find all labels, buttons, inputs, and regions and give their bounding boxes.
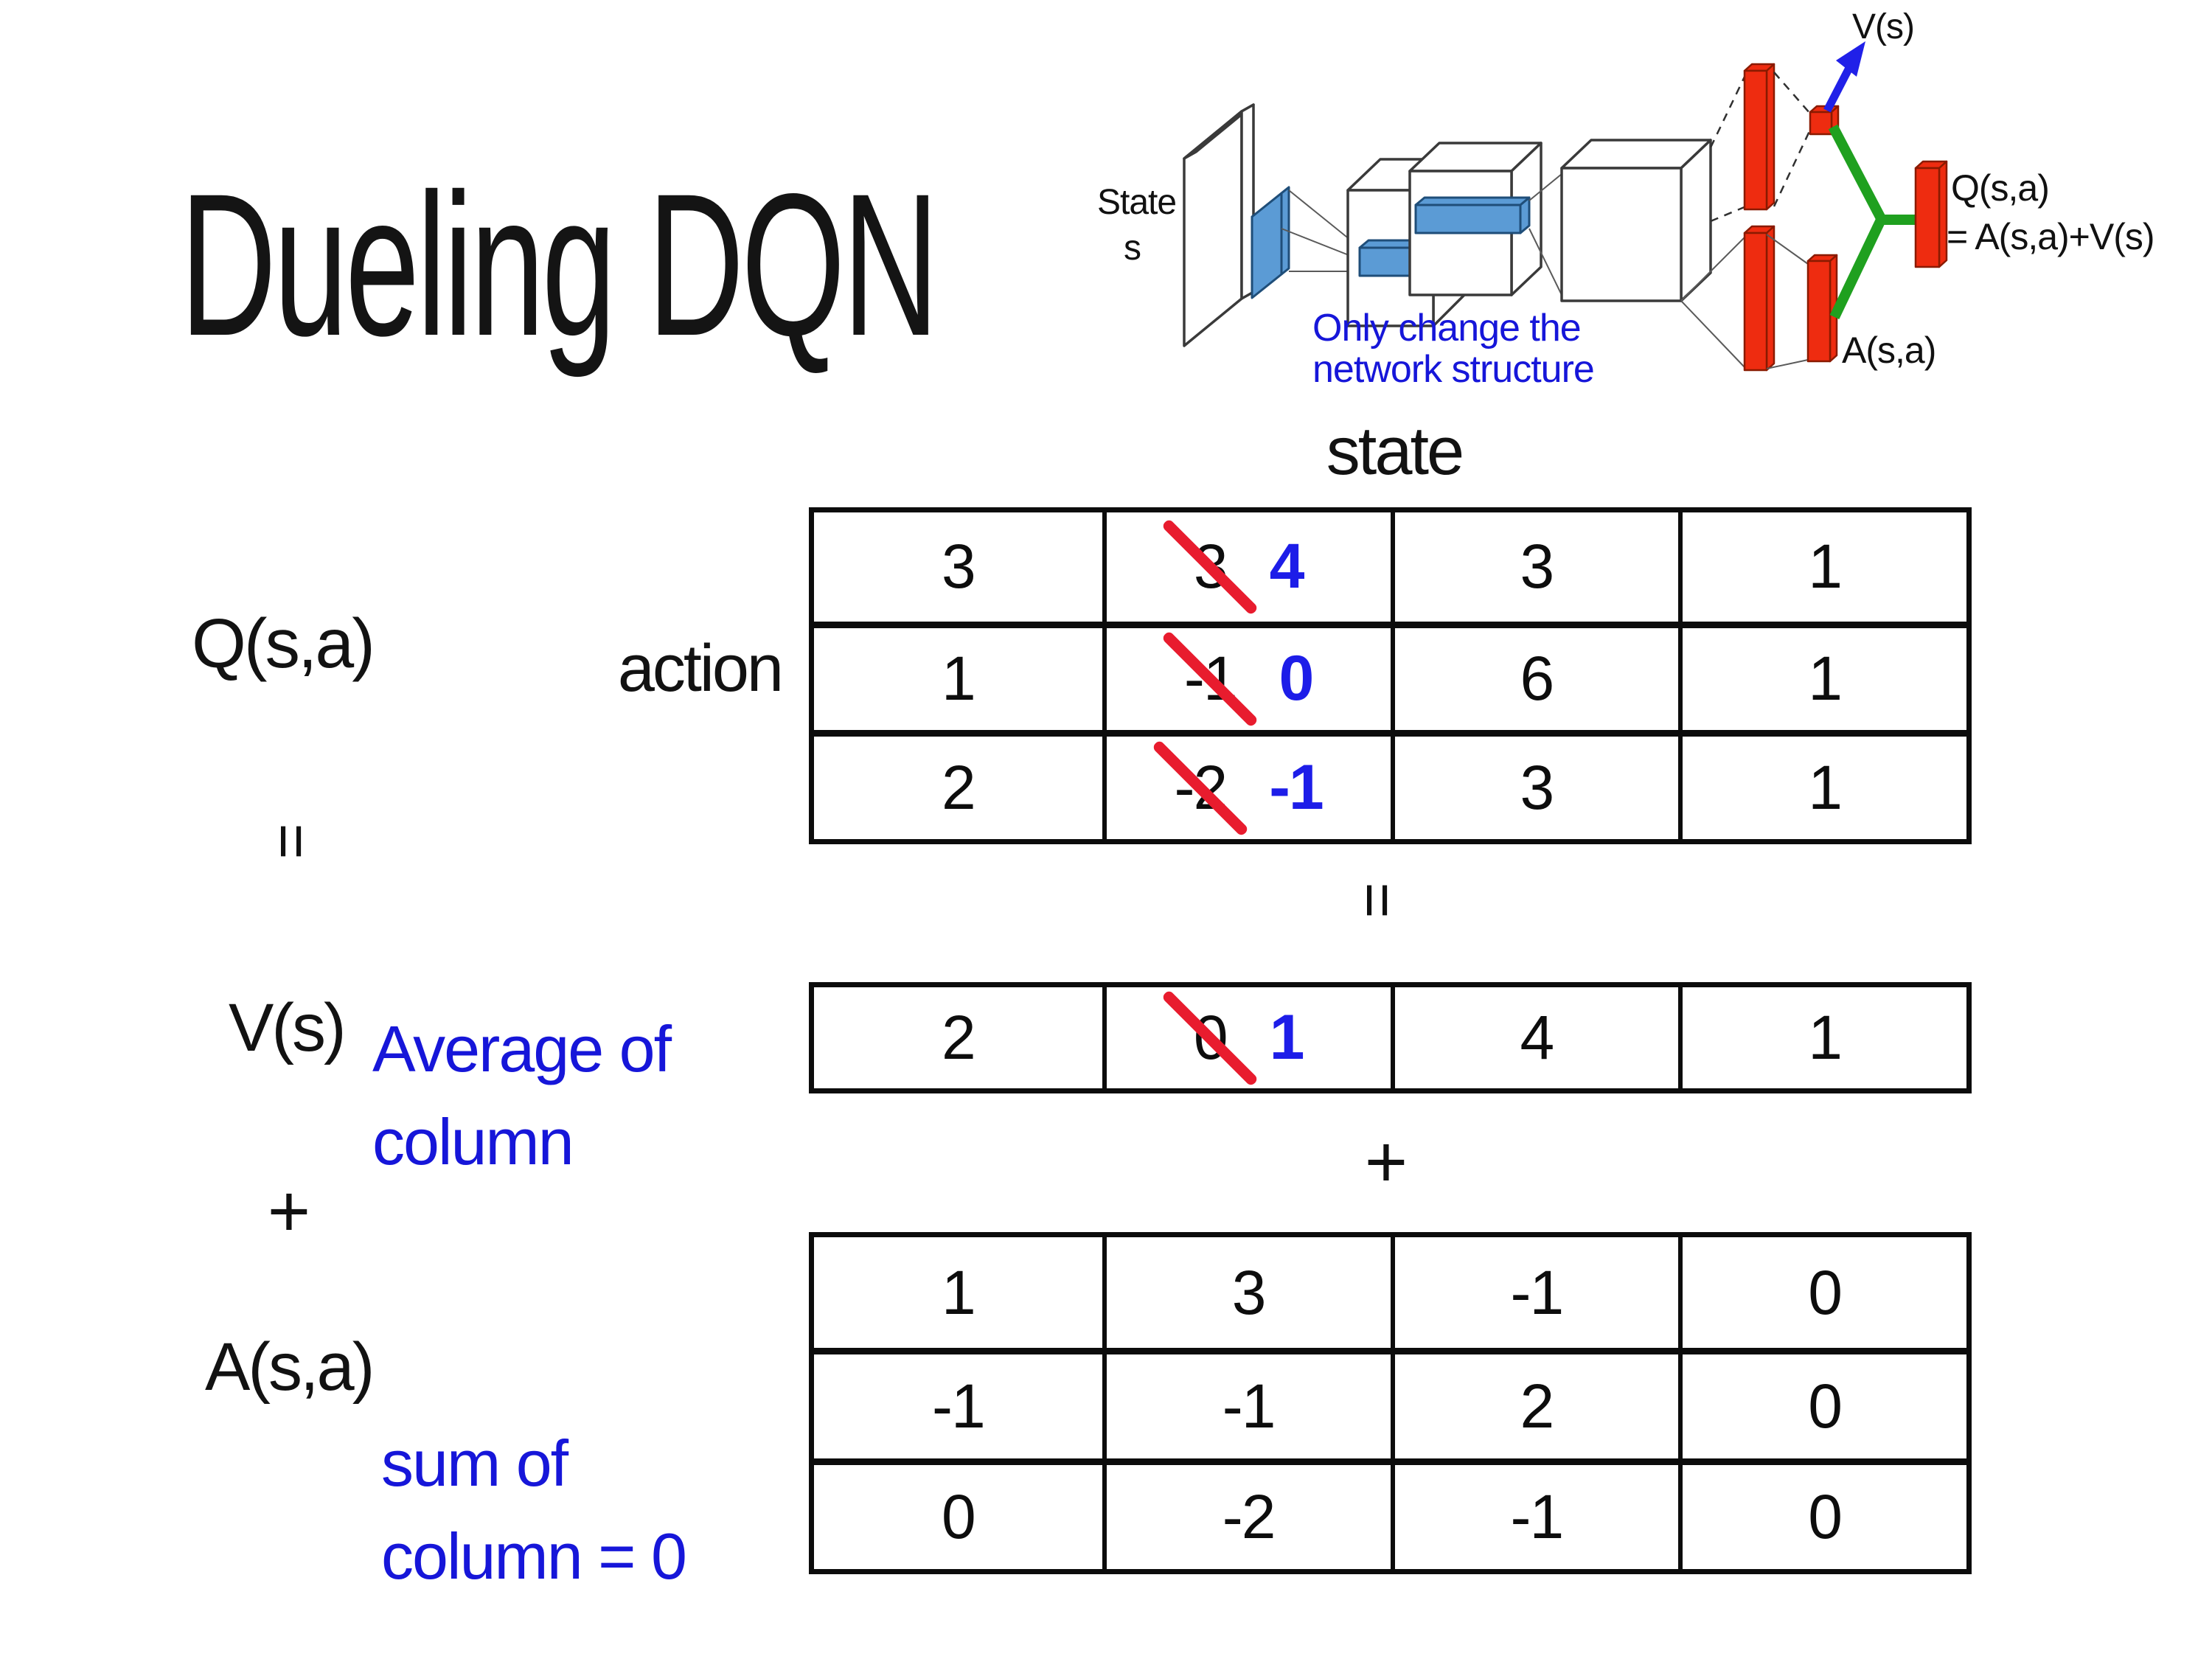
diagram-vs-label: V(s) bbox=[1852, 7, 1914, 46]
value-stream-fan bbox=[1709, 73, 1747, 223]
merge-connector bbox=[1828, 124, 1917, 320]
q-cell-struck: -2 -1 bbox=[1102, 730, 1391, 839]
v-cell-struck: 0 1 bbox=[1102, 987, 1391, 1088]
q-cell-struck: -1 0 bbox=[1102, 621, 1391, 731]
q-cell: 3 bbox=[942, 532, 976, 602]
q-cell: 1 bbox=[814, 621, 1102, 731]
q-sa-label: Q(s,a) bbox=[192, 605, 375, 683]
input-feature-slab bbox=[1251, 186, 1290, 299]
q-cell: 3 bbox=[1390, 730, 1679, 839]
state-header-label: state bbox=[1326, 414, 1464, 489]
advantage-node-fan bbox=[1766, 234, 1809, 369]
new-value: -1 bbox=[1269, 752, 1324, 824]
value-node-fan bbox=[1773, 72, 1812, 207]
a-cell: 0 bbox=[814, 1458, 1102, 1569]
a-cell: -1 bbox=[1390, 1458, 1679, 1569]
fc-box bbox=[1560, 139, 1712, 302]
advantage-hidden-bar bbox=[1743, 225, 1775, 372]
diagram-q-formula: = A(s,a)+V(s) bbox=[1947, 216, 2154, 257]
a-table: 1 3 -1 0 -1 -1 2 0 0 -2 -1 0 bbox=[809, 1232, 1972, 1574]
new-value: 1 bbox=[1269, 1002, 1305, 1073]
diagram-state-label: State bbox=[1097, 183, 1176, 222]
v-table: 2 0 1 4 1 bbox=[809, 982, 1972, 1093]
a-cell: -1 bbox=[1102, 1348, 1391, 1458]
a-cell: 0 bbox=[1678, 1237, 1966, 1348]
a-cell: -1 bbox=[1390, 1237, 1679, 1348]
a-cell: -2 bbox=[1102, 1458, 1391, 1569]
q-output-bar bbox=[1914, 160, 1948, 268]
advantage-stream-fan bbox=[1680, 235, 1747, 368]
sum-note-line2: column = 0 bbox=[381, 1520, 687, 1593]
diagram-note-line1: Only change the bbox=[1312, 307, 1581, 349]
q-cell: 6 bbox=[1390, 621, 1679, 731]
plus-sign-left: + bbox=[267, 1169, 311, 1253]
new-value: 4 bbox=[1269, 531, 1305, 602]
q-cell-struck: 3 4 bbox=[1102, 512, 1391, 622]
conv2-feature-slab bbox=[1414, 196, 1531, 234]
diagram-a-label: A(s,a) bbox=[1842, 330, 1935, 371]
new-value: 0 bbox=[1279, 643, 1315, 714]
network-diagram: State s V(s) Q(s,a) = A(s,a)+V(s) A(s,a)… bbox=[1097, 7, 2155, 391]
a-node bbox=[1806, 254, 1838, 363]
v-cell: 1 bbox=[1678, 987, 1966, 1088]
average-of-column-note: Average of column bbox=[372, 1003, 672, 1189]
q-table: 3 3 4 3 1 1 -1 0 6 1 2 -2 -1 3 1 bbox=[809, 507, 1972, 844]
value-hidden-bar bbox=[1743, 63, 1775, 211]
a-cell: 3 bbox=[1102, 1237, 1391, 1348]
q-cell: 1 bbox=[1678, 621, 1966, 731]
v-cell: 2 bbox=[942, 1003, 976, 1072]
a-cell: 2 bbox=[1390, 1348, 1679, 1458]
input-plane bbox=[1183, 103, 1255, 347]
q-cell: 1 bbox=[1678, 730, 1966, 839]
a-cell: -1 bbox=[814, 1348, 1102, 1458]
diagram-q-label: Q(s,a) bbox=[1951, 167, 2049, 209]
average-note-line1: Average of bbox=[372, 1012, 672, 1085]
v-s-label: V(s) bbox=[229, 990, 347, 1065]
a-sa-label: A(s,a) bbox=[205, 1329, 375, 1405]
a-cell: 1 bbox=[942, 1257, 976, 1327]
page-title: Dueling DQN bbox=[180, 152, 939, 378]
diagram-note-line2: network structure bbox=[1312, 348, 1594, 391]
a-cell: 0 bbox=[1678, 1348, 1966, 1458]
average-note-line2: column bbox=[372, 1105, 574, 1178]
conv-fan-3 bbox=[1528, 173, 1562, 296]
q-cell: 1 bbox=[1678, 512, 1966, 622]
diagram-state-s: s bbox=[1124, 229, 1141, 268]
v-node bbox=[1809, 105, 1840, 136]
action-label: action bbox=[617, 632, 784, 706]
sum-of-column-note: sum of column = 0 bbox=[381, 1417, 687, 1603]
equals-rotated-left: = bbox=[257, 823, 327, 860]
a-cell: 0 bbox=[1678, 1458, 1966, 1569]
equals-rotated-middle: = bbox=[1343, 882, 1413, 919]
v-cell: 4 bbox=[1390, 987, 1679, 1088]
sum-note-line1: sum of bbox=[381, 1427, 568, 1500]
plus-sign-middle: + bbox=[1364, 1120, 1408, 1203]
q-cell: 2 bbox=[814, 730, 1102, 839]
v-arrow-icon bbox=[1823, 41, 1865, 113]
q-cell: 3 bbox=[1390, 512, 1679, 622]
